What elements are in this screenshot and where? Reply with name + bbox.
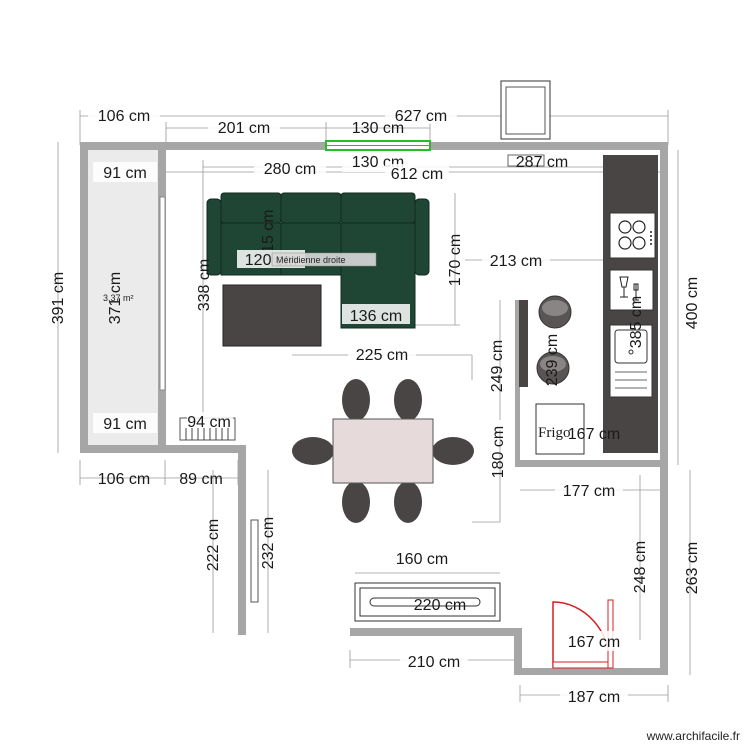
dim-106-bottom: 106 cm [98, 471, 150, 488]
footer-credit: www.archifacile.fr [646, 729, 740, 743]
dim-136: 136 cm [350, 308, 402, 325]
dim-106-top: 106 cm [98, 108, 150, 125]
dim-160: 160 cm [396, 551, 448, 568]
balcony-floor [88, 150, 158, 445]
dim-612: 612 cm [391, 166, 443, 183]
dim-225: 225 cm [356, 347, 408, 364]
dimension-labels: 106 cm 627 cm 201 cm 130 cm 130 cm 280 c… [50, 104, 701, 706]
dim-391: 391 cm [50, 272, 67, 324]
small-fixture [507, 154, 545, 167]
wall-corridor [238, 445, 246, 635]
dim-263: 263 cm [684, 542, 701, 594]
dim-371: 371 cm [107, 272, 124, 324]
dim-94: 94 cm [187, 414, 231, 431]
dim-249: 249 cm [489, 340, 506, 392]
wall-right-lower [660, 460, 668, 675]
dim-220: 220 cm [414, 597, 466, 614]
dim-167-door: 167 cm [568, 634, 620, 651]
dim-180: 180 cm [490, 426, 507, 478]
dining-set [292, 379, 474, 523]
sofa-label: Méridienne droite [276, 255, 346, 265]
wall-bottom-left [80, 445, 246, 453]
corridor-shelf [250, 519, 259, 603]
dim-91-top: 91 cm [103, 165, 147, 182]
dim-115: 115 cm [260, 209, 277, 260]
kitchen-bar [519, 300, 528, 387]
dim-239: 239 cm [544, 334, 561, 386]
dim-400: 400 cm [684, 277, 701, 329]
dim-232: 232 cm [260, 517, 277, 569]
dim-91-bottom: 91 cm [103, 416, 147, 433]
balcony-door [159, 196, 166, 391]
dim-627: 627 cm [395, 108, 447, 125]
wall-kitchen-left [515, 300, 520, 467]
exterior-frame [500, 80, 551, 140]
dim-280: 280 cm [264, 161, 316, 178]
dim-338: 338 cm [196, 259, 213, 311]
coffee-table [222, 284, 322, 347]
dim-89: 89 cm [179, 471, 223, 488]
dim-130-a: 130 cm [352, 120, 404, 137]
dim-187: 187 cm [568, 689, 620, 706]
dim-222: 222 cm [205, 519, 222, 571]
fridge [535, 403, 585, 455]
wall-entry-step [514, 628, 522, 675]
cooktop [609, 212, 656, 259]
dim-170: 170 cm [447, 234, 464, 286]
wall-kitchen-bottom [515, 460, 668, 467]
tv-unit [354, 582, 501, 622]
dim-210: 210 cm [408, 654, 460, 671]
wall-bottom-right [514, 668, 668, 675]
dim-201: 201 cm [218, 120, 270, 137]
dim-177: 177 cm [563, 483, 615, 500]
wine-storage [609, 269, 654, 311]
dim-385: 385 cm [628, 296, 645, 348]
dim-213: 213 cm [490, 253, 542, 270]
wall-bottom-entry [350, 628, 522, 636]
kitchen [519, 155, 658, 455]
fridge-label: Frigo [538, 425, 571, 441]
dim-287: 287 cm [516, 154, 568, 171]
dim-167-kitchen: 167 cm [568, 426, 620, 443]
sink [609, 324, 653, 398]
dining-table [332, 418, 434, 484]
wall-right-upper [660, 142, 668, 465]
area-label: 3.37 m² [103, 293, 134, 303]
dim-248: 248 cm [632, 541, 649, 593]
wall-left [80, 142, 88, 453]
